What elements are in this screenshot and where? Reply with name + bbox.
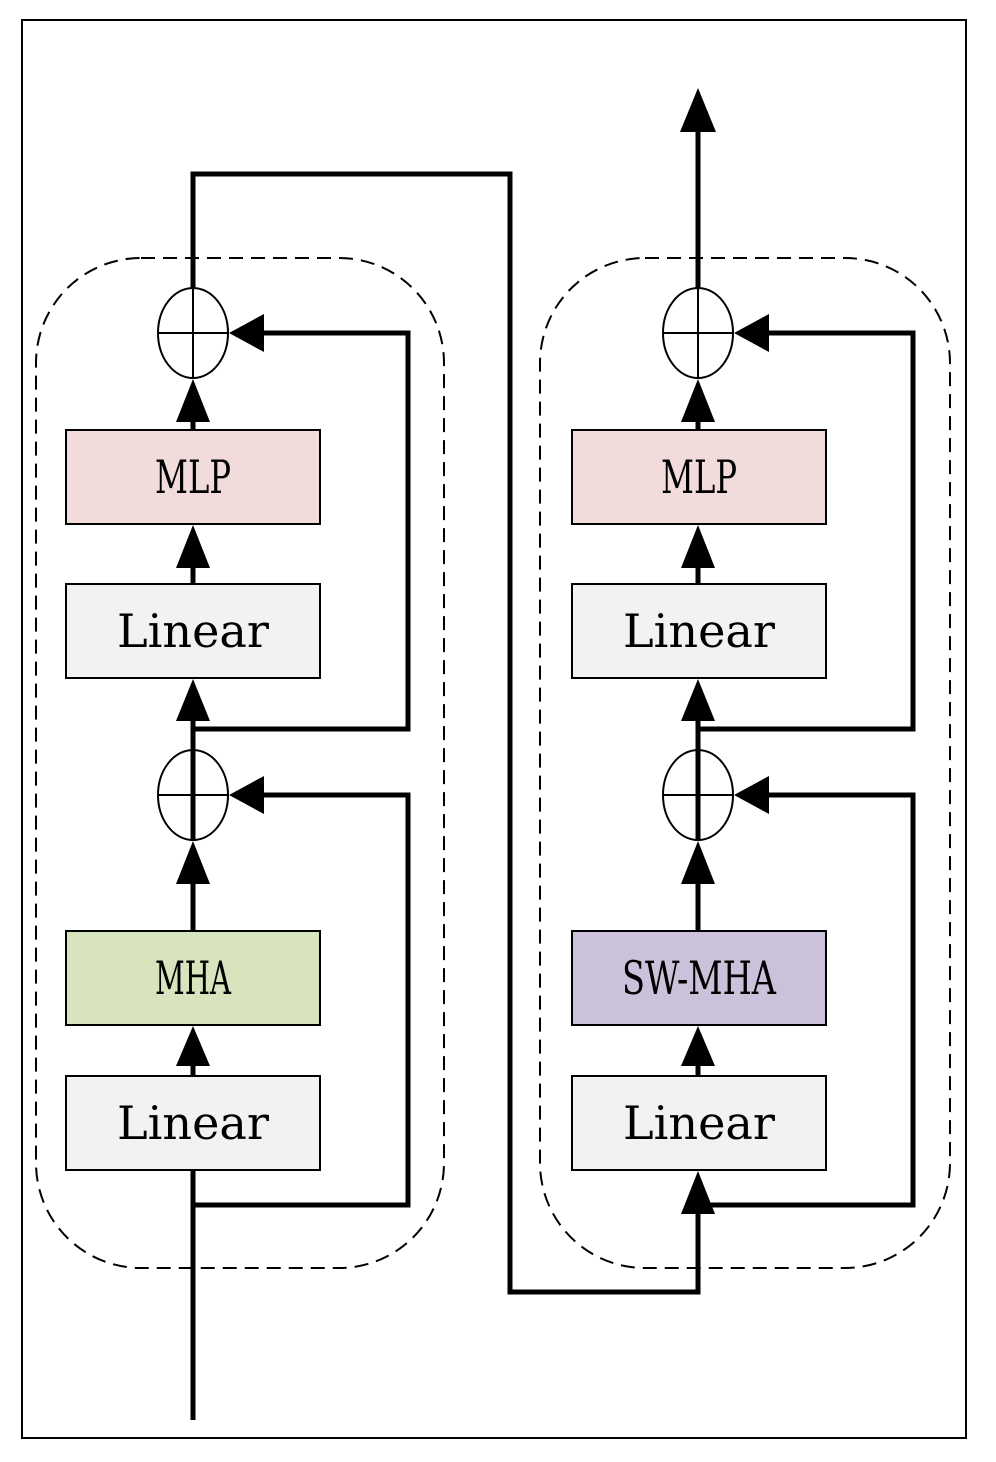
left-block-dashed-border [35,257,445,1269]
right-linear-upper-label: Linear [623,604,775,658]
right-arrow-to-upper-linear-icon [681,679,715,721]
right-sw-mha-label: SW-MHA [622,951,777,1005]
right-arrow-to-mlp-icon [681,525,715,568]
right-arrow-to-upper-add-icon [681,379,715,422]
right-arrow-to-linear-lower-icon [681,1171,715,1214]
left-mha-label: MHA [155,951,231,1005]
inter-block-connector-line [190,171,701,1295]
left-upper-add-icon [157,287,229,379]
right-lower-residual-line [698,792,916,1208]
left-residual-arrow-upper-icon [229,314,264,352]
right-upper-add-icon [662,287,734,379]
left-mlp-box [65,429,321,525]
left-mha-box [65,930,321,1026]
right-transformer-block: MLP Linear SW-MHA Linear [539,88,951,1269]
right-output-arrow-icon [680,88,716,132]
right-sw-mha-box [571,930,827,1026]
right-mlp-box [571,429,827,525]
right-arrow-to-sw-mha-icon [681,1026,715,1066]
right-residual-arrow-lower-icon [734,776,769,814]
left-arrow-to-mlp-icon [176,525,210,568]
right-linear-upper-box [571,583,827,679]
left-arrow-to-lower-add-icon [176,841,210,884]
left-upper-residual-line [193,330,411,732]
left-arrow-to-upper-linear-icon [176,679,210,721]
left-linear-lower-box [65,1075,321,1171]
left-transformer-block: MLP Linear MHA Linear [35,257,445,1420]
left-linear-lower-label: Linear [117,1096,269,1150]
right-block-dashed-border [539,257,951,1269]
left-lower-residual-line [193,792,411,1208]
left-arrow-to-mha-icon [176,1026,210,1066]
left-mlp-label: MLP [155,450,231,504]
right-mlp-label: MLP [661,450,737,504]
left-linear-upper-label: Linear [117,604,269,658]
outer-frame [21,19,967,1439]
right-linear-lower-label: Linear [623,1096,775,1150]
left-residual-arrow-lower-icon [229,776,264,814]
right-arrow-to-lower-add-icon [681,841,715,884]
right-residual-arrow-upper-icon [734,314,769,352]
right-upper-residual-line [698,330,916,732]
left-arrow-to-upper-add-icon [176,379,210,422]
right-linear-lower-box [571,1075,827,1171]
